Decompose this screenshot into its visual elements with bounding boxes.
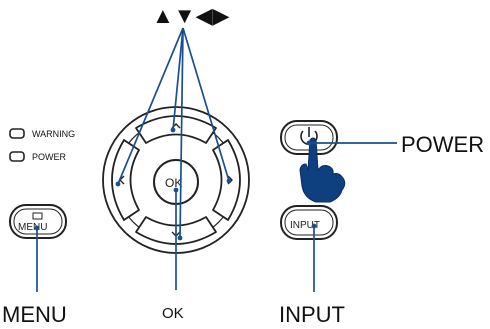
warning-lamp	[9, 128, 25, 139]
left-button[interactable]	[111, 139, 140, 221]
power-lamp	[9, 151, 25, 162]
input-button[interactable]: INPUT	[280, 205, 338, 240]
menu-button[interactable]: MENU	[9, 204, 67, 239]
indicator-lamps: WARNING POWER	[9, 128, 75, 162]
leader-up	[172, 27, 184, 131]
right-button[interactable]	[212, 139, 241, 221]
leader-dots	[34, 127, 317, 241]
power-callout: POWER	[401, 132, 484, 157]
leader-lines	[36, 27, 397, 292]
ok-button-label: OK	[165, 176, 182, 190]
input-callout: INPUT	[279, 302, 345, 327]
pointing-hand-icon	[299, 137, 346, 203]
leader-down	[179, 27, 184, 239]
menu-button-label: MENU	[18, 222, 47, 233]
menu-callout: MENU	[2, 302, 67, 327]
power-lamp-label: POWER	[32, 152, 67, 162]
arrows-callout: ▲▼◀▶	[152, 3, 229, 28]
menu-icon	[32, 212, 43, 220]
input-button-label: INPUT	[290, 220, 320, 231]
leader-right	[182, 27, 230, 182]
leader-left	[117, 27, 184, 185]
ok-callout: OK	[162, 305, 184, 322]
warning-label: WARNING	[32, 129, 75, 139]
directional-pad	[102, 106, 250, 254]
up-button[interactable]	[135, 115, 217, 144]
